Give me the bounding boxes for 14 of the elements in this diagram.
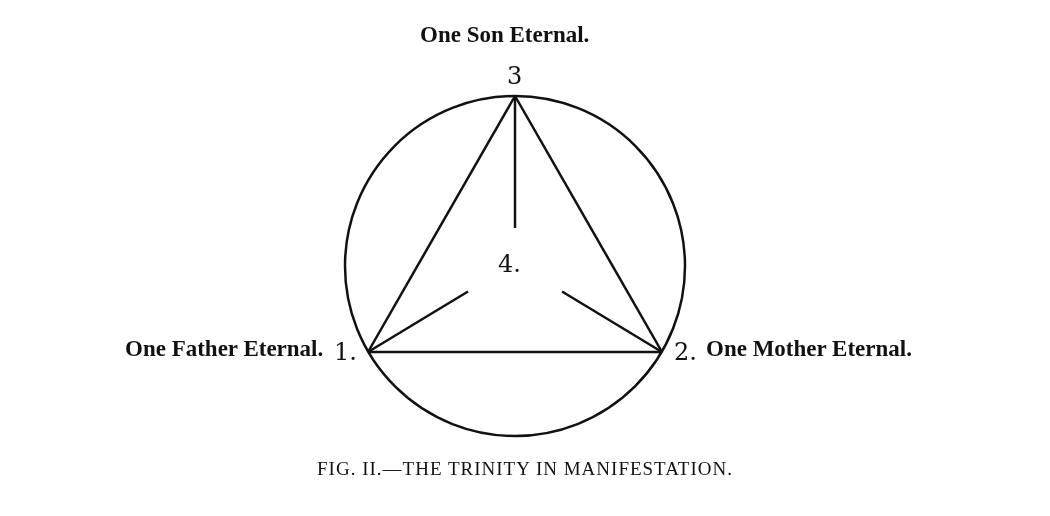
node-caption: One Father Eternal. bbox=[125, 336, 324, 362]
line bbox=[368, 350, 662, 354]
node-caption: One Mother Eternal. bbox=[706, 336, 912, 362]
vertex-number: 1. bbox=[334, 334, 368, 370]
vertex-number: 4. bbox=[468, 228, 562, 298]
line bbox=[561, 290, 663, 354]
line bbox=[513, 96, 517, 228]
vertex-number: 3 bbox=[500, 64, 530, 94]
vertex-number: 2. bbox=[662, 334, 696, 370]
line bbox=[513, 95, 664, 353]
line bbox=[367, 290, 469, 354]
figure-caption: FIG. II.—THE TRINITY IN MANIFESTATION. bbox=[316, 458, 734, 480]
node-caption: One Son Eternal. bbox=[420, 22, 590, 48]
line bbox=[366, 95, 517, 353]
